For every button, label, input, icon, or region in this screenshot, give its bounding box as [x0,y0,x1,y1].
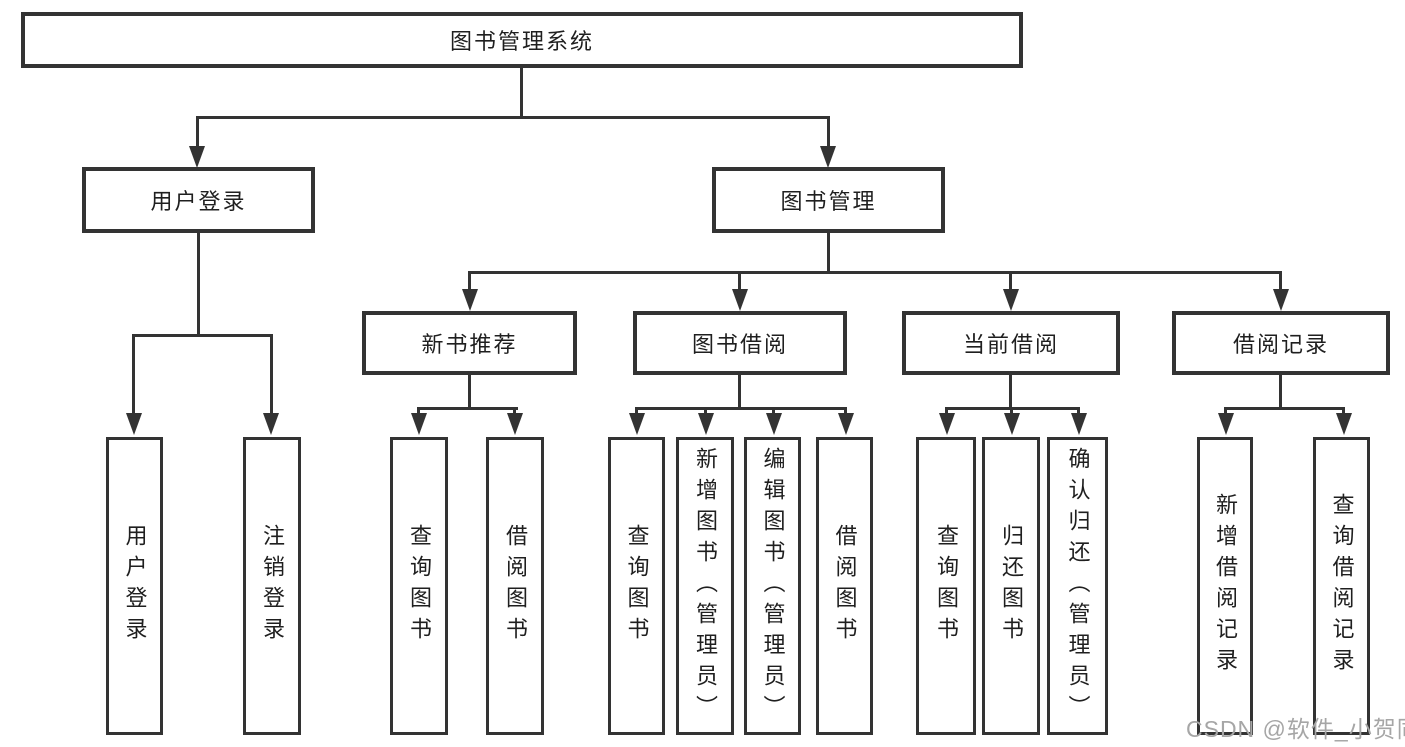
node-current-borrow: 当前借阅 [902,311,1120,375]
connector-records-hbar [1224,407,1345,410]
arrow-to-borrow-books [838,413,854,435]
arrow-to-leaf-user-login [126,413,142,435]
leaf-recommend-query-books: 查询图书 [390,437,448,735]
node-borrow-records: 借阅记录 [1172,311,1390,375]
arrow-to-user-login [189,146,205,168]
connector-records-leaf2-shaft [1342,407,1345,416]
connector-recommend-hbar [417,407,518,410]
connector-current-drop [1009,375,1012,410]
arrow-to-leaf-logout [263,413,279,435]
node-book-borrow-label: 图书借阅 [691,332,788,357]
connector-login-leaf1-shaft [132,334,135,417]
node-root: 图书管理系统 [21,12,1023,68]
leaf-edit-books-admin: 编辑图书（管理员） [744,437,801,735]
arrow-to-recommend-query [411,413,427,435]
leaf-query-borrow-record: 查询借阅记录 [1313,437,1370,735]
leaf-borrow-books: 借阅图书 [816,437,873,735]
node-user-login: 用户登录 [82,167,315,233]
leaf-confirm-return-admin-label: 确认归还（管理员） [1065,446,1091,726]
leaf-current-query-books: 查询图书 [916,437,976,735]
connector-current-leaf3-shaft [1077,407,1080,416]
leaf-return-books: 归还图书 [982,437,1040,735]
arrow-to-add-record [1218,413,1234,435]
connector-records-leaf1-shaft [1224,407,1227,416]
csdn-watermark: CSDN @软件_小贺同学 [1186,716,1405,742]
connector-records-drop [1279,375,1282,410]
node-book-borrow: 图书借阅 [633,311,847,375]
leaf-logout-label: 注销登录 [260,524,285,648]
connector-login-leaf2-shaft [270,334,273,417]
connector-bookborrow-drop [738,375,741,410]
arrow-to-confirm-return [1071,413,1087,435]
leaf-logout: 注销登录 [243,437,301,735]
arrow-to-return-books [1004,413,1020,435]
node-root-label: 图书管理系统 [449,29,594,54]
arrow-to-book-mgmt [820,146,836,168]
arrow-to-new-book-recommend [462,289,478,311]
node-book-management: 图书管理 [712,167,945,233]
arrow-to-add-books [698,413,714,435]
leaf-user-login-label: 用户登录 [122,524,148,648]
leaf-borrow-query-books: 查询图书 [608,437,665,735]
connector-login-hbar [132,334,273,337]
leaf-borrow-books-label: 借阅图书 [832,524,858,648]
connector-mgmt-hbar [468,271,1282,274]
connector-bookborrow-hbar [635,407,847,410]
leaf-current-query-books-label: 查询图书 [934,524,959,648]
node-user-login-label: 用户登录 [150,189,247,214]
leaf-add-borrow-record-label: 新增借阅记录 [1213,493,1238,679]
leaf-edit-books-admin-label: 编辑图书（管理员） [760,446,786,726]
connector-to-user-login-shaft [196,116,199,150]
arrow-to-query-record [1336,413,1352,435]
arrow-to-recommend-borrow [507,413,523,435]
arrow-to-current-borrow [1003,289,1019,311]
connector-bookborrow-leaf1-shaft [635,407,638,416]
connector-mgmt-drop [827,233,830,274]
leaf-add-borrow-record: 新增借阅记录 [1197,437,1253,735]
connector-sec3-shaft [1009,271,1012,293]
connector-sec4-shaft [1279,271,1282,293]
arrow-to-book-borrow [732,289,748,311]
arrow-to-current-query [939,413,955,435]
node-borrow-records-label: 借阅记录 [1232,332,1329,357]
arrow-to-edit-books [766,413,782,435]
node-book-management-label: 图书管理 [780,189,877,214]
connector-root-drop [520,68,523,118]
leaf-return-books-label: 归还图书 [999,524,1024,648]
leaf-recommend-borrow-books-label: 借阅图书 [503,524,528,648]
leaf-query-borrow-record-label: 查询借阅记录 [1329,493,1355,679]
connector-recommend-leaf1-shaft [417,407,420,416]
leaf-user-login: 用户登录 [106,437,163,735]
arrow-to-borrow-records [1273,289,1289,311]
node-current-borrow-label: 当前借阅 [962,332,1059,357]
connector-sec1-shaft [468,271,471,293]
leaf-borrow-query-books-label: 查询图书 [624,524,650,648]
leaf-add-books-admin-label: 新增图书（管理员） [693,446,718,726]
connector-login-drop [197,233,200,337]
node-new-book-recommend-label: 新书推荐 [421,332,518,357]
connector-current-leaf2-shaft [1010,407,1013,416]
connector-bookborrow-leaf2-shaft [704,407,707,416]
connector-recommend-leaf2-shaft [513,407,516,416]
connector-current-leaf1-shaft [945,407,948,416]
connector-bookborrow-leaf3-shaft [772,407,775,416]
connector-to-book-mgmt-shaft [827,116,830,150]
connector-bookborrow-leaf4-shaft [844,407,847,416]
connector-root-hbar [196,116,830,119]
arrow-to-borrow-query [629,413,645,435]
connector-recommend-drop [468,375,471,410]
leaf-recommend-borrow-books: 借阅图书 [486,437,544,735]
node-new-book-recommend: 新书推荐 [362,311,577,375]
leaf-add-books-admin: 新增图书（管理员） [676,437,734,735]
leaf-confirm-return-admin: 确认归还（管理员） [1047,437,1108,735]
leaf-recommend-query-books-label: 查询图书 [407,524,432,648]
connector-sec2-shaft [738,271,741,293]
